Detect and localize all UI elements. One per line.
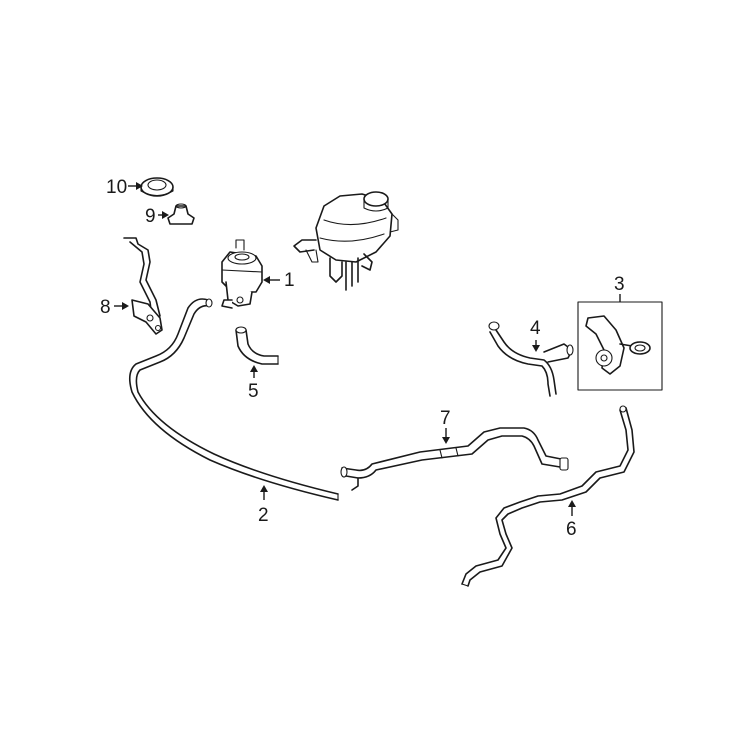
arrowhead-10 [136, 182, 143, 190]
arrowhead-6 [568, 500, 576, 507]
callout-4: 4 [530, 318, 541, 339]
arrowhead-9 [162, 211, 169, 219]
part-8-bracket [123, 237, 163, 335]
arrowhead-4 [532, 345, 540, 352]
part-2-hose [128, 298, 339, 501]
coolant-reservoir [293, 191, 399, 291]
part-5-hose [235, 326, 279, 365]
callout-9: 9 [145, 206, 156, 227]
callout-7: 7 [440, 408, 451, 429]
arrowhead-8 [122, 302, 129, 310]
part-1-pump [221, 239, 263, 309]
part-9-grommet [167, 203, 195, 225]
part-3-box [577, 301, 663, 391]
arrowhead-2 [260, 485, 268, 492]
part-10-cap [140, 177, 174, 197]
callout-1: 1 [284, 270, 295, 291]
callout-6: 6 [566, 519, 577, 540]
callout-5: 5 [248, 381, 259, 402]
callout-8: 8 [100, 297, 111, 318]
callout-10: 10 [106, 177, 127, 198]
callout-3: 3 [614, 274, 625, 295]
arrowhead-7 [442, 437, 450, 444]
callout-2: 2 [258, 505, 269, 526]
arrowhead-5 [250, 365, 258, 372]
part-6-hose [461, 405, 635, 587]
part-4-hose [488, 321, 574, 397]
arrowhead-1 [263, 276, 270, 284]
part-7-hose [340, 427, 569, 491]
